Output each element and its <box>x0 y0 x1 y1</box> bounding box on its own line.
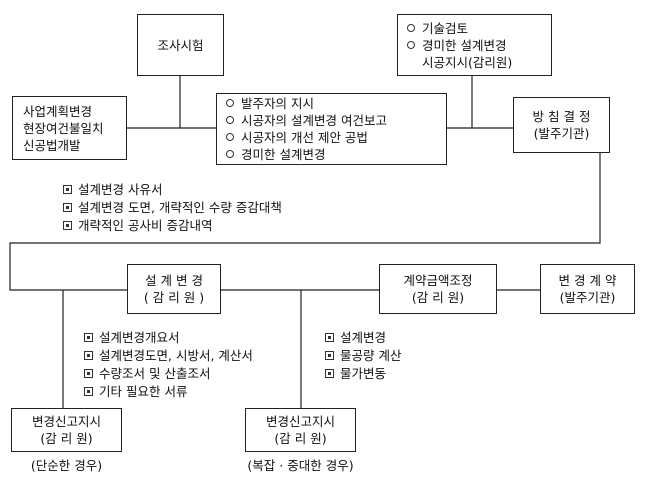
contract-adjust-owner: (감 리 원) <box>411 290 465 305</box>
causes-node: 사업계획변경 현장여건불일치 신공법개발 <box>12 96 127 160</box>
contract-change-label: 변 경 계 약 <box>558 273 617 288</box>
contract-change-node: 변 경 계 약 (발주기관) <box>540 264 635 314</box>
adjust-doc-item: 설계변경 <box>324 329 401 347</box>
reason-item: 발주자의 지시 <box>225 95 446 112</box>
reason-item: 시공자의 설계변경 여건보고 <box>225 112 446 129</box>
design-doc-item: 기타 필요한 서류 <box>83 383 253 401</box>
design-change-owner: ( 감 리 원 ) <box>143 290 205 305</box>
design-change-label: 설 계 변 경 <box>145 273 203 288</box>
review-item: 경미한 설계변경 시공지시(감리원) <box>406 37 551 71</box>
notice-simple-label: 변경신고지시 <box>31 414 101 429</box>
design-change-node: 설 계 변 경 ( 감 리 원 ) <box>127 264 221 314</box>
policy-label: 방 침 결 정 <box>532 109 591 124</box>
policy-doc-item: 개략적인 공사비 증감내역 <box>62 217 282 235</box>
contract-change-owner: (발주기관) <box>559 290 616 305</box>
adjust-docs-list: 설계변경 물공량 계산 물가변동 <box>324 329 401 383</box>
notice-simple-node: 변경신고지시 (감 리 원) <box>11 408 122 452</box>
policy-doc-item: 설계변경 도면, 개략적인 수량 증감대책 <box>62 199 282 217</box>
policy-doc-item: 설계변경 사유서 <box>62 181 282 199</box>
reason-item: 경미한 설계변경 <box>225 146 446 163</box>
survey-label: 조사시험 <box>157 37 204 53</box>
design-doc-item: 수량조서 및 산출조서 <box>83 365 253 383</box>
design-doc-item: 설계변경개요서 <box>83 329 253 347</box>
cause-item: 현장여건불일치 <box>23 120 104 136</box>
reasons-node: 발주자의 지시 시공자의 설계변경 여건보고 시공자의 개선 제안 공법 경미한… <box>216 93 447 165</box>
contract-adjust-node: 계약금액조정 (감 리 원) <box>379 264 497 314</box>
survey-node: 조사시험 <box>137 14 224 76</box>
policy-owner: (발주기관) <box>533 126 590 141</box>
notice-complex-caption: (복잡 · 중대한 경우) <box>247 458 354 473</box>
cause-item: 사업계획변경 <box>23 103 93 119</box>
design-docs-list: 설계변경개요서 설계변경도면, 시방서, 계산서 수량조서 및 산출조서 기타 … <box>83 329 253 401</box>
review-node: 기술검토 경미한 설계변경 시공지시(감리원) <box>397 14 552 76</box>
adjust-doc-item: 물가변동 <box>324 365 401 383</box>
notice-complex-owner: (감 리 원) <box>274 431 327 446</box>
notice-simple-caption: (단순한 경우) <box>30 458 103 473</box>
notice-complex-label: 변경신고지시 <box>265 414 335 429</box>
notice-complex-node: 변경신고지시 (감 리 원) <box>245 408 356 452</box>
notice-simple-owner: (감 리 원) <box>40 431 93 446</box>
design-doc-item: 설계변경도면, 시방서, 계산서 <box>83 347 253 365</box>
reason-item: 시공자의 개선 제안 공법 <box>225 129 446 146</box>
review-item: 기술검토 <box>406 20 551 37</box>
adjust-doc-item: 물공량 계산 <box>324 347 401 365</box>
policy-node: 방 침 결 정 (발주기관) <box>513 97 610 153</box>
cause-item: 신공법개발 <box>23 137 81 153</box>
connector-policy-design <box>9 153 601 291</box>
policy-docs-list: 설계변경 사유서 설계변경 도면, 개략적인 수량 증감대책 개략적인 공사비 … <box>62 181 282 235</box>
contract-adjust-label: 계약금액조정 <box>403 273 473 288</box>
